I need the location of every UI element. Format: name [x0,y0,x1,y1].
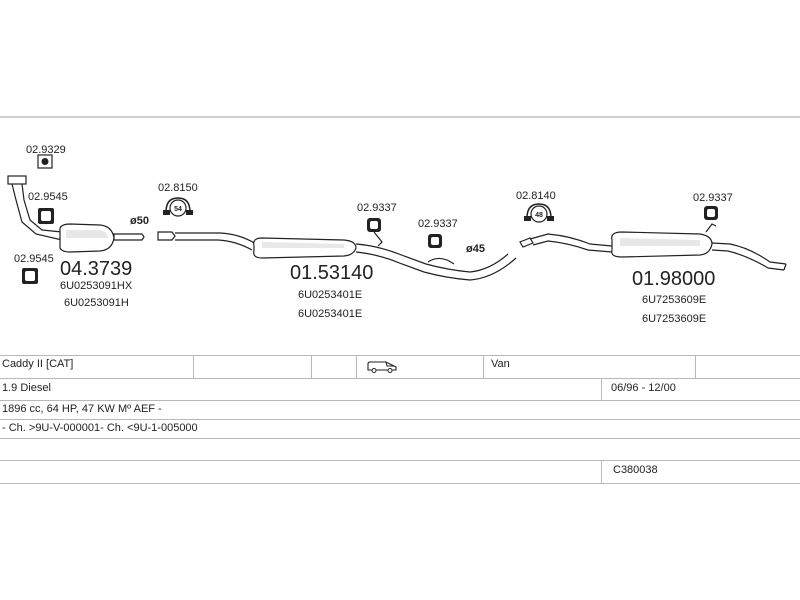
table-col-line [695,355,696,378]
downpipe [7,175,63,241]
top-divider [0,116,800,118]
tailpipe [705,223,787,271]
clamp-icon [22,268,38,284]
catalyst [59,223,145,253]
table-divider [0,355,800,356]
rear-oem-1: 6U7253609E [642,294,706,306]
table-divider [0,378,800,379]
middle-pipe-rear [355,243,517,281]
clamp-icon [38,208,54,224]
table-divider [0,400,800,401]
table-divider [0,483,800,484]
part-label-clamp-c: 02.8150 [158,182,198,194]
table-divider [0,419,800,420]
reference-cell: C380038 [613,464,658,476]
part-label-clamp-b: 02.9545 [14,253,54,265]
part-label-hanger-c: 02.9337 [693,192,733,204]
middle-code: 01.53140 [290,262,373,284]
diameter-label-2: ø45 [466,243,485,255]
hanger-icon [704,206,718,220]
clamp-54-icon: 54 [163,197,193,217]
catalyst-oem-1: 6U0253091HX [60,280,133,292]
middle-oem-1: 6U0253401E [298,289,362,301]
rear-oem-2: 6U7253609E [642,313,706,325]
part-label-clamp-a: 02.9545 [28,191,68,203]
diameter-label-1: ø50 [130,215,149,227]
part-label-hanger-b: 02.9337 [418,218,458,230]
chassis-cell: - Ch. >9U-V-000001- Ch. <9U-1-005000 [2,422,198,434]
body-type-cell: Van [491,358,510,370]
clamp-d-size: 48 [535,212,543,219]
table-col-line [601,460,602,483]
catalyst-oem-2: 6U0253091H [64,297,129,309]
rear-code: 01.98000 [632,268,715,290]
part-label-hanger-a: 02.9337 [357,202,397,214]
exhaust-diagram: 54 48 02.9329 02.9545 02 [7,144,787,325]
rear-pipe [519,233,613,253]
table-divider [0,460,800,461]
table-col-line [601,378,602,400]
clamp-48-icon: 48 [524,203,554,223]
rear-silencer [611,231,713,258]
middle-silencer [253,237,357,259]
engine-cell: 1.9 Diesel [2,382,51,394]
table-col-line [356,355,357,378]
part-label-clamp-d: 02.8140 [516,190,556,202]
part-label-gasket: 02.9329 [26,144,66,156]
table-col-line [483,355,484,378]
catalyst-code: 04.3739 [60,258,132,280]
table-col-line [193,355,194,378]
period-cell: 06/96 - 12/00 [611,382,676,394]
table-col-line [311,355,312,378]
middle-pipe [157,231,257,251]
hanger-icon [428,234,442,248]
gasket-icon [37,154,53,169]
spec-cell: 1896 cc, 64 HP, 47 KW Mº AEF - [2,403,162,415]
middle-oem-2: 6U0253401E [298,308,362,320]
hanger-icon [367,218,383,247]
van-icon [366,359,398,376]
model-cell: Caddy II [CAT] [2,358,74,370]
clamp-c-size: 54 [174,206,182,213]
table-divider [0,438,800,439]
